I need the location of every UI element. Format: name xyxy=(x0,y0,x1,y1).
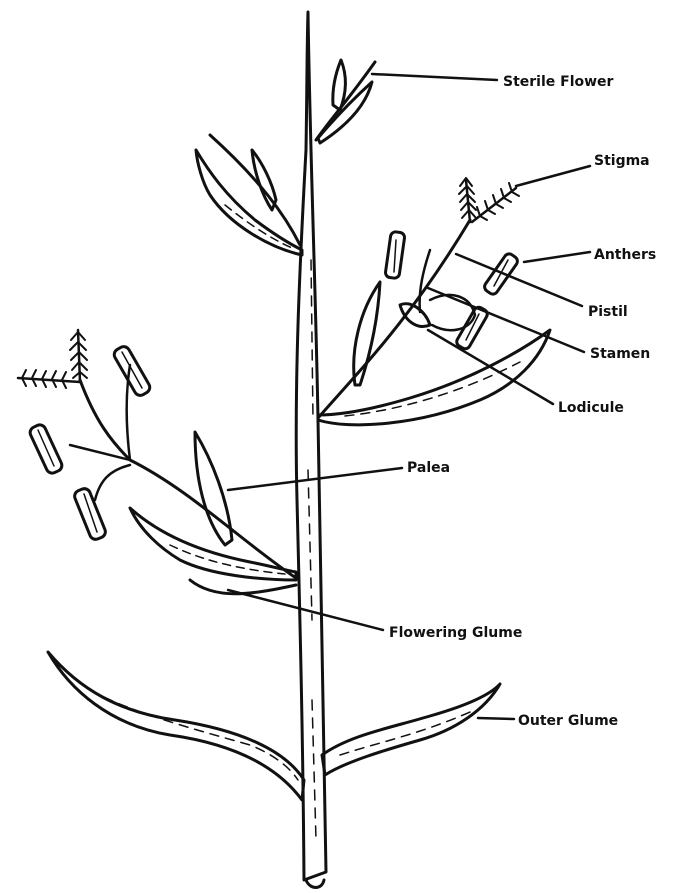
outer-glumes xyxy=(48,652,500,800)
leader-outer-glume xyxy=(478,718,514,719)
leader-palea xyxy=(228,468,402,490)
label-outer-glume: Outer Glume xyxy=(518,713,618,729)
leader-flowering-glume xyxy=(228,590,383,630)
label-stigma: Stigma xyxy=(594,153,650,169)
label-palea: Palea xyxy=(407,460,450,476)
right-floret xyxy=(318,178,550,425)
label-anthers: Anthers xyxy=(594,247,656,263)
left-floret xyxy=(18,330,296,594)
label-pistil: Pistil xyxy=(588,304,628,320)
leader-sterile-flower xyxy=(372,74,497,80)
leader-stigma xyxy=(516,166,590,186)
leader-anthers xyxy=(524,252,590,262)
upper-left-glume xyxy=(196,135,302,255)
label-flowering-glume: Flowering Glume xyxy=(389,625,522,641)
label-lodicule: Lodicule xyxy=(558,400,624,416)
sterile-flower xyxy=(316,60,375,143)
leader-pistil xyxy=(456,254,582,306)
labels: Sterile Flower Stigma Anthers Pistil Sta… xyxy=(389,74,656,729)
label-sterile-flower: Sterile Flower xyxy=(503,74,614,90)
label-stamen: Stamen xyxy=(590,346,650,362)
leader-lines xyxy=(228,74,590,719)
